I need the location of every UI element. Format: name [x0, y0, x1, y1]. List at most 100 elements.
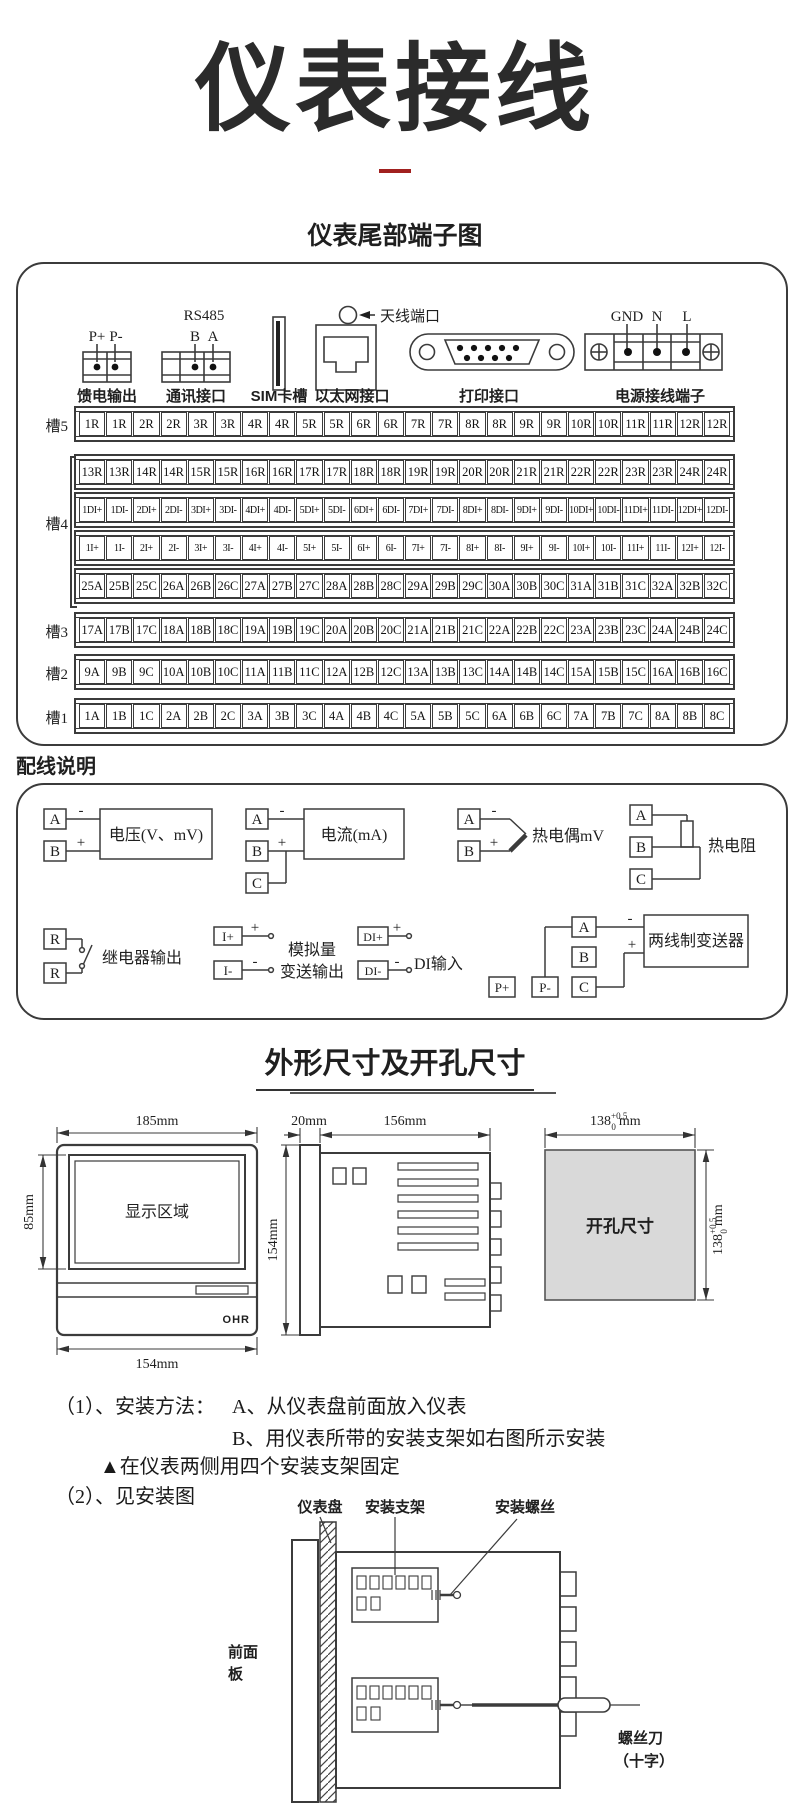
tc-s1: - [492, 803, 497, 819]
front-panel-label-2: 板 [228, 1665, 244, 1683]
terminal-cell: 4DI- [269, 498, 296, 522]
terminal-cell: 9B [106, 660, 133, 684]
power-terminal-connector [584, 324, 723, 371]
trans-s2: + [628, 937, 636, 953]
power-pin1-label: GND [611, 309, 644, 325]
terminal-cell: 2R [160, 412, 187, 436]
terminal-cell: 10A [160, 660, 187, 684]
di-t1: DI+ [363, 930, 383, 944]
terminal-cell: 21R [540, 460, 568, 484]
thermocouple-wiring [457, 808, 528, 862]
terminal-cell: 23B [595, 618, 622, 642]
install-stepB: B、用仪表所带的安装支架如右图所示安装 [232, 1428, 606, 1450]
terminal-cell: 21B [432, 618, 459, 642]
terminal-cell: 9R [513, 412, 540, 436]
di-label: DI输入 [414, 955, 463, 973]
terminal-cell: 4DI+ [242, 498, 269, 522]
aout-label2: 变送输出 [280, 963, 344, 981]
terminal-cell: 10I+ [568, 536, 595, 560]
terminal-cell: 32A [649, 574, 676, 598]
terminal-strip: 1I+1I-2I+2I-3I+3I-4I+4I-5I+5I-6I+6I-7I+7… [74, 530, 735, 566]
trans-s1: - [628, 911, 633, 927]
terminal-cell: 32C [703, 574, 731, 598]
terminal-cell: 7DI+ [405, 498, 432, 522]
front-panel-shape [291, 1539, 319, 1803]
tc-t2: B [464, 844, 474, 860]
terminal-cell: 17R [296, 460, 323, 484]
terminal-cell: 20B [350, 618, 377, 642]
terminal-panel: P+ P- RS485 B A 天线端口 GND N L 馈电输出 通讯接口 S… [16, 262, 788, 746]
terminal-cell: 1A [79, 704, 106, 728]
terminal-cell: 12B [350, 660, 377, 684]
terminal-cell: 21A [405, 618, 432, 642]
terminal-cell: 12DI+ [676, 498, 703, 522]
front-view [38, 1127, 259, 1355]
terminal-cell: 29A [405, 574, 432, 598]
terminal-cell: 26A [160, 574, 187, 598]
slot-label: 槽5 [45, 419, 68, 435]
terminal-cell: 18C [214, 618, 242, 642]
terminal-cell: 12I- [703, 536, 731, 560]
comm-pin2-label: A [208, 329, 219, 345]
comm-pin1-label: B [190, 329, 200, 345]
terminal-cell: 10DI+ [568, 498, 595, 522]
terminal-cell: 22B [513, 618, 540, 642]
terminal-cell: 20R [459, 460, 486, 484]
printer-connector [409, 333, 575, 371]
terminal-cell: 30C [540, 574, 568, 598]
terminal-cell: 3I+ [187, 536, 214, 560]
terminal-cell: 6DI- [377, 498, 405, 522]
terminal-cell: 5DI+ [296, 498, 323, 522]
terminal-cell: 23C [622, 618, 649, 642]
rtd-t3: C [636, 872, 646, 888]
terminal-cell: 16C [703, 660, 731, 684]
printer-caption: 打印接口 [459, 387, 519, 405]
sim-slot [272, 316, 286, 391]
rtd-t1: A [636, 808, 647, 824]
terminal-cell: 2I+ [133, 536, 160, 560]
tc-t1: A [464, 812, 475, 828]
terminal-cell: 19B [269, 618, 296, 642]
side-view [281, 1128, 502, 1336]
title-divider [379, 169, 411, 173]
terminal-cell: 9I+ [513, 536, 540, 560]
terminal-strip: 1DI+1DI-2DI+2DI-3DI+3DI-4DI+4DI-5DI+5DI-… [74, 492, 735, 528]
feed-pin2-label: P- [109, 329, 122, 345]
terminal-cell: 9C [133, 660, 160, 684]
screwdriver-label-1: 螺丝刀 [618, 1729, 663, 1747]
terminal-cell: 26B [187, 574, 214, 598]
terminal-cell: 22R [568, 460, 595, 484]
terminal-cell: 30A [486, 574, 513, 598]
terminal-cell: 23R [622, 460, 649, 484]
terminal-cell: 6C [540, 704, 568, 728]
current-t1: A [252, 812, 263, 828]
terminal-cell: 28C [377, 574, 405, 598]
current-s2: + [278, 835, 286, 851]
terminal-cell: 11B [269, 660, 296, 684]
terminal-cell: 1I+ [79, 536, 106, 560]
front-panel-label-1: 前面 [228, 1643, 258, 1661]
terminal-cell: 8I- [486, 536, 513, 560]
terminal-cell: 5I+ [296, 536, 323, 560]
terminal-cell: 1C [133, 704, 160, 728]
cutout-height-dim: 138+0.50mm [708, 1204, 729, 1255]
terminal-cell: 10I- [595, 536, 622, 560]
terminal-cell: 7DI- [432, 498, 459, 522]
terminal-cell: 18R [377, 460, 405, 484]
trans-label: 两线制变送器 [648, 932, 744, 950]
terminal-cell: 22C [540, 618, 568, 642]
terminal-cell: 29C [459, 574, 486, 598]
current-wiring [245, 808, 405, 894]
terminal-cell: 6A [486, 704, 513, 728]
install-item2: （2）、见安装图 [55, 1486, 195, 1508]
terminal-cell: 5I- [323, 536, 350, 560]
terminal-cell: 3DI- [214, 498, 242, 522]
terminal-cell: 25B [106, 574, 133, 598]
slot-label: 槽3 [45, 625, 68, 641]
di-s1: + [393, 920, 401, 936]
voltage-wiring [43, 808, 213, 862]
